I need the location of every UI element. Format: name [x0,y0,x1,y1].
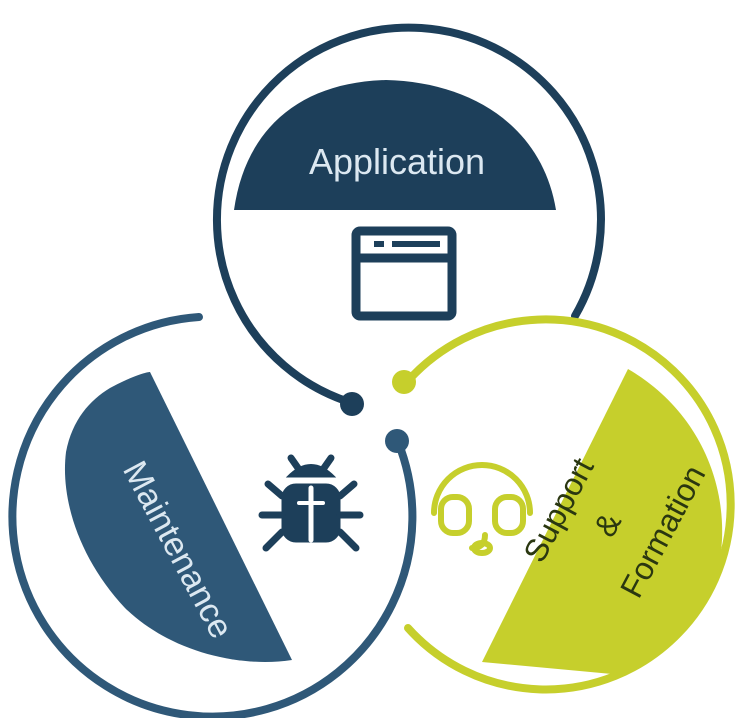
headset-icon [431,462,533,556]
application-header-band [234,80,556,210]
maintenance-band [64,372,292,662]
browser-window-icon [351,226,457,321]
application-ring-end-dot [340,392,364,416]
bug-icon [258,454,364,552]
support-band [482,369,723,674]
application-label: Application [309,141,485,182]
support-ring [403,315,735,694]
maintenance-ring [8,313,417,718]
maintenance-section: Maintenance [8,313,417,718]
application-section: Application [212,23,605,416]
application-ring [212,23,605,406]
support-ring-start-dot [392,370,416,394]
maintenance-ring-end-dot [385,429,409,453]
support-section: Support & Formation [392,315,735,694]
